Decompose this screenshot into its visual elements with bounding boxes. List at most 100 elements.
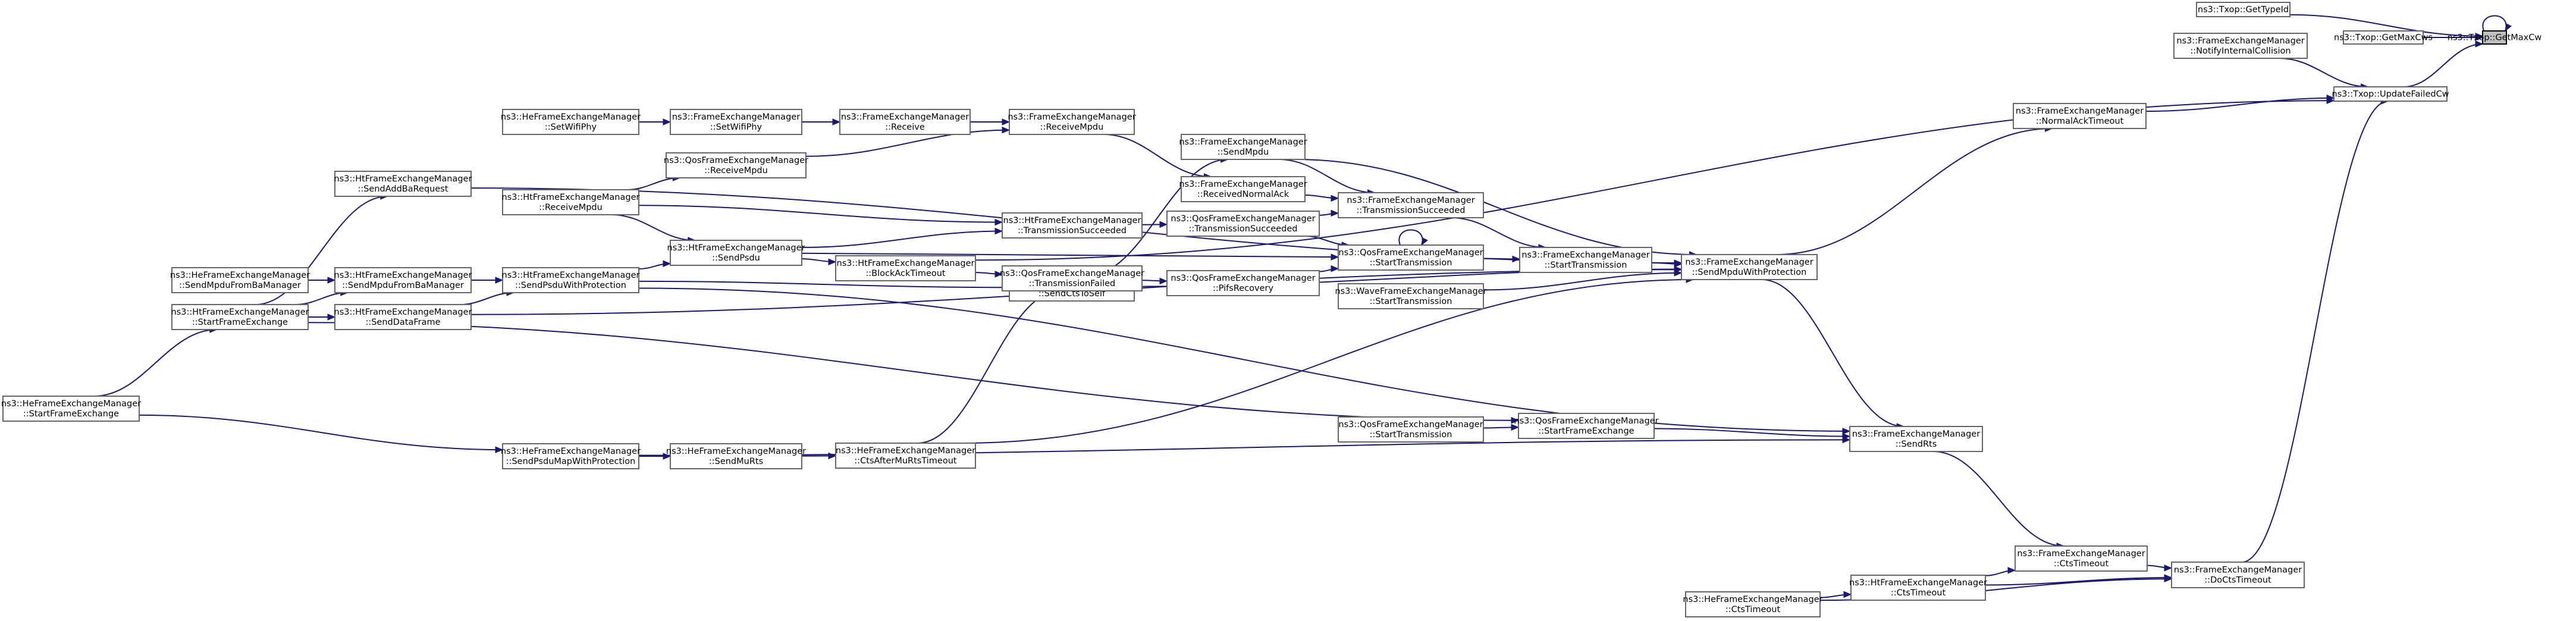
node-label-line: ::StartFrameExchange <box>23 409 119 419</box>
node-transmissionfailed_qos[interactable]: ns3::QosFrameExchangeManager::Transmissi… <box>1000 265 1144 291</box>
edge-startframeexchange_he-to-startframeexchange_ht <box>94 329 217 397</box>
edge-starttransmission_wave-to-sendmpduwithprotection <box>1483 272 1682 291</box>
node-ctstimeout_ht[interactable]: ns3::HtFrameExchangeManager::CtsTimeout <box>1849 575 1987 601</box>
node-sendmpdufrombamanager_ht[interactable]: ns3::HtFrameExchangeManager::SendMpduFro… <box>334 267 472 293</box>
node-startframeexchange_ht[interactable]: ns3::HtFrameExchangeManager::StartFrameE… <box>171 304 309 330</box>
node-senddataframe[interactable]: ns3::HtFrameExchangeManager::SendDataFra… <box>334 304 472 330</box>
node-receive_fem[interactable]: ns3::FrameExchangeManager::Receive <box>839 109 971 135</box>
arrow-pifsrecovery-to-starttransmission_qos <box>1331 265 1339 272</box>
node-box[interactable] <box>334 171 472 197</box>
node-getmaxcws[interactable]: ns3::Txop::GetMaxCws <box>2334 30 2433 45</box>
node-receivempdu_ht[interactable]: ns3::HtFrameExchangeManager::ReceiveMpdu <box>502 189 640 215</box>
node-box[interactable] <box>2343 30 2424 45</box>
node-box[interactable] <box>1685 591 1821 617</box>
node-box[interactable] <box>1166 211 1320 237</box>
node-box[interactable] <box>2015 545 2148 572</box>
node-transmissionsucceeded_ht[interactable]: ns3::HtFrameExchangeManager::Transmissio… <box>1002 212 1143 239</box>
node-box[interactable] <box>670 240 802 266</box>
node-box[interactable] <box>1181 176 1306 202</box>
node-box[interactable] <box>2013 103 2147 129</box>
node-box[interactable] <box>666 152 807 178</box>
node-receivempdu_fem[interactable]: ns3::FrameExchangeManager::ReceiveMpdu <box>1008 109 1136 135</box>
node-box[interactable] <box>1181 134 1306 160</box>
node-label-line: ::SendMuRts <box>709 457 763 466</box>
node-starttransmission_qos[interactable]: ns3::QosFrameExchangeManager::StartTrans… <box>1338 244 1484 271</box>
node-box[interactable] <box>835 443 976 469</box>
node-ctstimeout_he[interactable]: ns3::HeFrameExchangeManager::CtsTimeout <box>1683 591 1823 617</box>
node-setwifiphy_he[interactable]: ns3::HeFrameExchangeManager::SetWifiPhy <box>501 109 641 135</box>
node-box[interactable] <box>1338 244 1484 271</box>
node-box[interactable] <box>839 109 971 135</box>
node-box[interactable] <box>1518 413 1655 439</box>
node-box[interactable] <box>1681 254 1818 280</box>
node-box[interactable] <box>670 109 802 135</box>
node-box[interactable] <box>2173 33 2308 59</box>
node-box[interactable] <box>502 443 639 469</box>
edge-receivempdu_fem-to-receivednormalack <box>1103 134 1212 177</box>
node-box[interactable] <box>334 304 472 330</box>
node-box[interactable] <box>171 267 309 293</box>
node-transmissionsucceeded_fem[interactable]: ns3::FrameExchangeManager::TransmissionS… <box>1338 192 1484 218</box>
node-box[interactable] <box>334 267 472 293</box>
node-box[interactable] <box>502 109 639 135</box>
node-setwifiphy_fem[interactable]: ns3::FrameExchangeManager::SetWifiPhy <box>670 109 802 135</box>
node-transmissionsucceeded_qos[interactable]: ns3::QosFrameExchangeManager::Transmissi… <box>1166 211 1320 237</box>
node-box[interactable] <box>1338 192 1484 218</box>
node-box[interactable] <box>502 267 639 293</box>
node-sendaddbarequest[interactable]: ns3::HtFrameExchangeManager::SendAddBaRe… <box>334 171 472 197</box>
node-box[interactable] <box>171 304 309 330</box>
node-box[interactable] <box>2196 2 2291 17</box>
node-sendmurts[interactable]: ns3::HeFrameExchangeManager::SendMuRts <box>666 443 806 469</box>
node-box[interactable] <box>1002 265 1143 291</box>
node-box[interactable] <box>670 443 802 469</box>
node-box[interactable] <box>1519 247 1652 273</box>
node-notifyinternalcollision[interactable]: ns3::FrameExchangeManager::NotifyInterna… <box>2173 33 2308 59</box>
node-sendmpdufrombamanager_he[interactable]: ns3::HeFrameExchangeManager::SendMpduFro… <box>170 267 310 293</box>
node-receivempdu_qos[interactable]: ns3::QosFrameExchangeManager::ReceiveMpd… <box>664 152 808 178</box>
node-sendrts[interactable]: ns3::FrameExchangeManager::SendRts <box>1849 426 1983 452</box>
node-startframeexchange_he[interactable]: ns3::HeFrameExchangeManager::StartFrameE… <box>1 396 141 422</box>
node-box[interactable] <box>502 189 639 215</box>
node-box[interactable] <box>1850 575 1986 601</box>
node-sendmpduwithprotection[interactable]: ns3::FrameExchangeManager::SendMpduWithP… <box>1681 254 1818 280</box>
arrow-ctstimeout_he-to-docctstimeout <box>2164 575 2173 583</box>
node-starttransmission_fem[interactable]: ns3::FrameExchangeManager::StartTransmis… <box>1519 247 1652 273</box>
node-normalacktimeout[interactable]: ns3::FrameExchangeManager::NormalAckTime… <box>2013 103 2147 129</box>
node-box[interactable] <box>2482 30 2507 45</box>
node-getmaxcw[interactable]: ns3::Txop::GetMaxCw <box>2448 30 2542 45</box>
node-startframeexchange_qos[interactable]: ns3::QosFrameExchangeManager::StartFrame… <box>1514 413 1659 439</box>
node-starttransmission_wave[interactable]: ns3::WaveFrameExchangeManager::StartTran… <box>1335 283 1487 309</box>
arrow-ctstimeout_ht-to-ctstimeout_fem <box>2007 567 2016 574</box>
node-box[interactable] <box>2 396 140 422</box>
node-label-line: ns3::HeFrameExchangeManager <box>501 112 641 122</box>
node-label-line: ns3::Txop::GetTypeId <box>2198 5 2289 15</box>
node-box[interactable] <box>1166 270 1320 296</box>
node-box[interactable] <box>1338 416 1484 443</box>
node-receivednormalack[interactable]: ns3::FrameExchangeManager::ReceivedNorma… <box>1179 176 1307 202</box>
node-ctsaftermuRtstimeout[interactable]: ns3::HeFrameExchangeManager::CtsAfterMuR… <box>835 443 976 469</box>
node-pifsrecovery[interactable]: ns3::QosFrameExchangeManager::PifsRecove… <box>1166 270 1320 296</box>
node-label-line: ns3::HtFrameExchangeManager <box>502 193 640 202</box>
node-sendmpdu[interactable]: ns3::FrameExchangeManager::SendMpdu <box>1179 134 1307 160</box>
node-docctstimeout[interactable]: ns3::FrameExchangeManager::DoCtsTimeout <box>2171 562 2305 588</box>
node-updatefailedcw[interactable]: ns3::Txop::UpdateFailedCw <box>2332 86 2449 102</box>
node-box[interactable] <box>2171 562 2305 588</box>
node-sendpsdu_ht[interactable]: ns3::HtFrameExchangeManager::SendPsdu <box>667 240 805 266</box>
node-box[interactable] <box>1002 212 1143 239</box>
node-sendpsdumapwithprotection[interactable]: ns3::HeFrameExchangeManager::SendPsduMap… <box>501 443 641 469</box>
node-label-line: ns3::FrameExchangeManager <box>2176 36 2304 46</box>
node-box[interactable] <box>835 255 976 281</box>
node-box[interactable] <box>1009 109 1135 135</box>
node-box[interactable] <box>1849 426 1983 452</box>
node-starttransmission_qos2[interactable]: ns3::QosFrameExchangeManager::StartTrans… <box>1338 416 1484 443</box>
node-ctstimeout_fem[interactable]: ns3::FrameExchangeManager::CtsTimeout <box>2015 545 2148 572</box>
node-label-line: ns3::Txop::GetMaxCw <box>2448 33 2542 43</box>
node-sendpsduwithprotection[interactable]: ns3::HtFrameExchangeManager::SendPsduWit… <box>502 267 640 293</box>
edge-senddataframe-to-sendpsduwithprotection <box>460 292 514 305</box>
node-box[interactable] <box>2333 86 2448 102</box>
node-gettypeid[interactable]: ns3::Txop::GetTypeId <box>2196 2 2291 17</box>
node-label-line: ns3::FrameExchangeManager <box>2174 566 2302 575</box>
node-box[interactable] <box>1338 283 1484 309</box>
node-blockacktimeout[interactable]: ns3::HtFrameExchangeManager::BlockAckTim… <box>835 255 976 281</box>
